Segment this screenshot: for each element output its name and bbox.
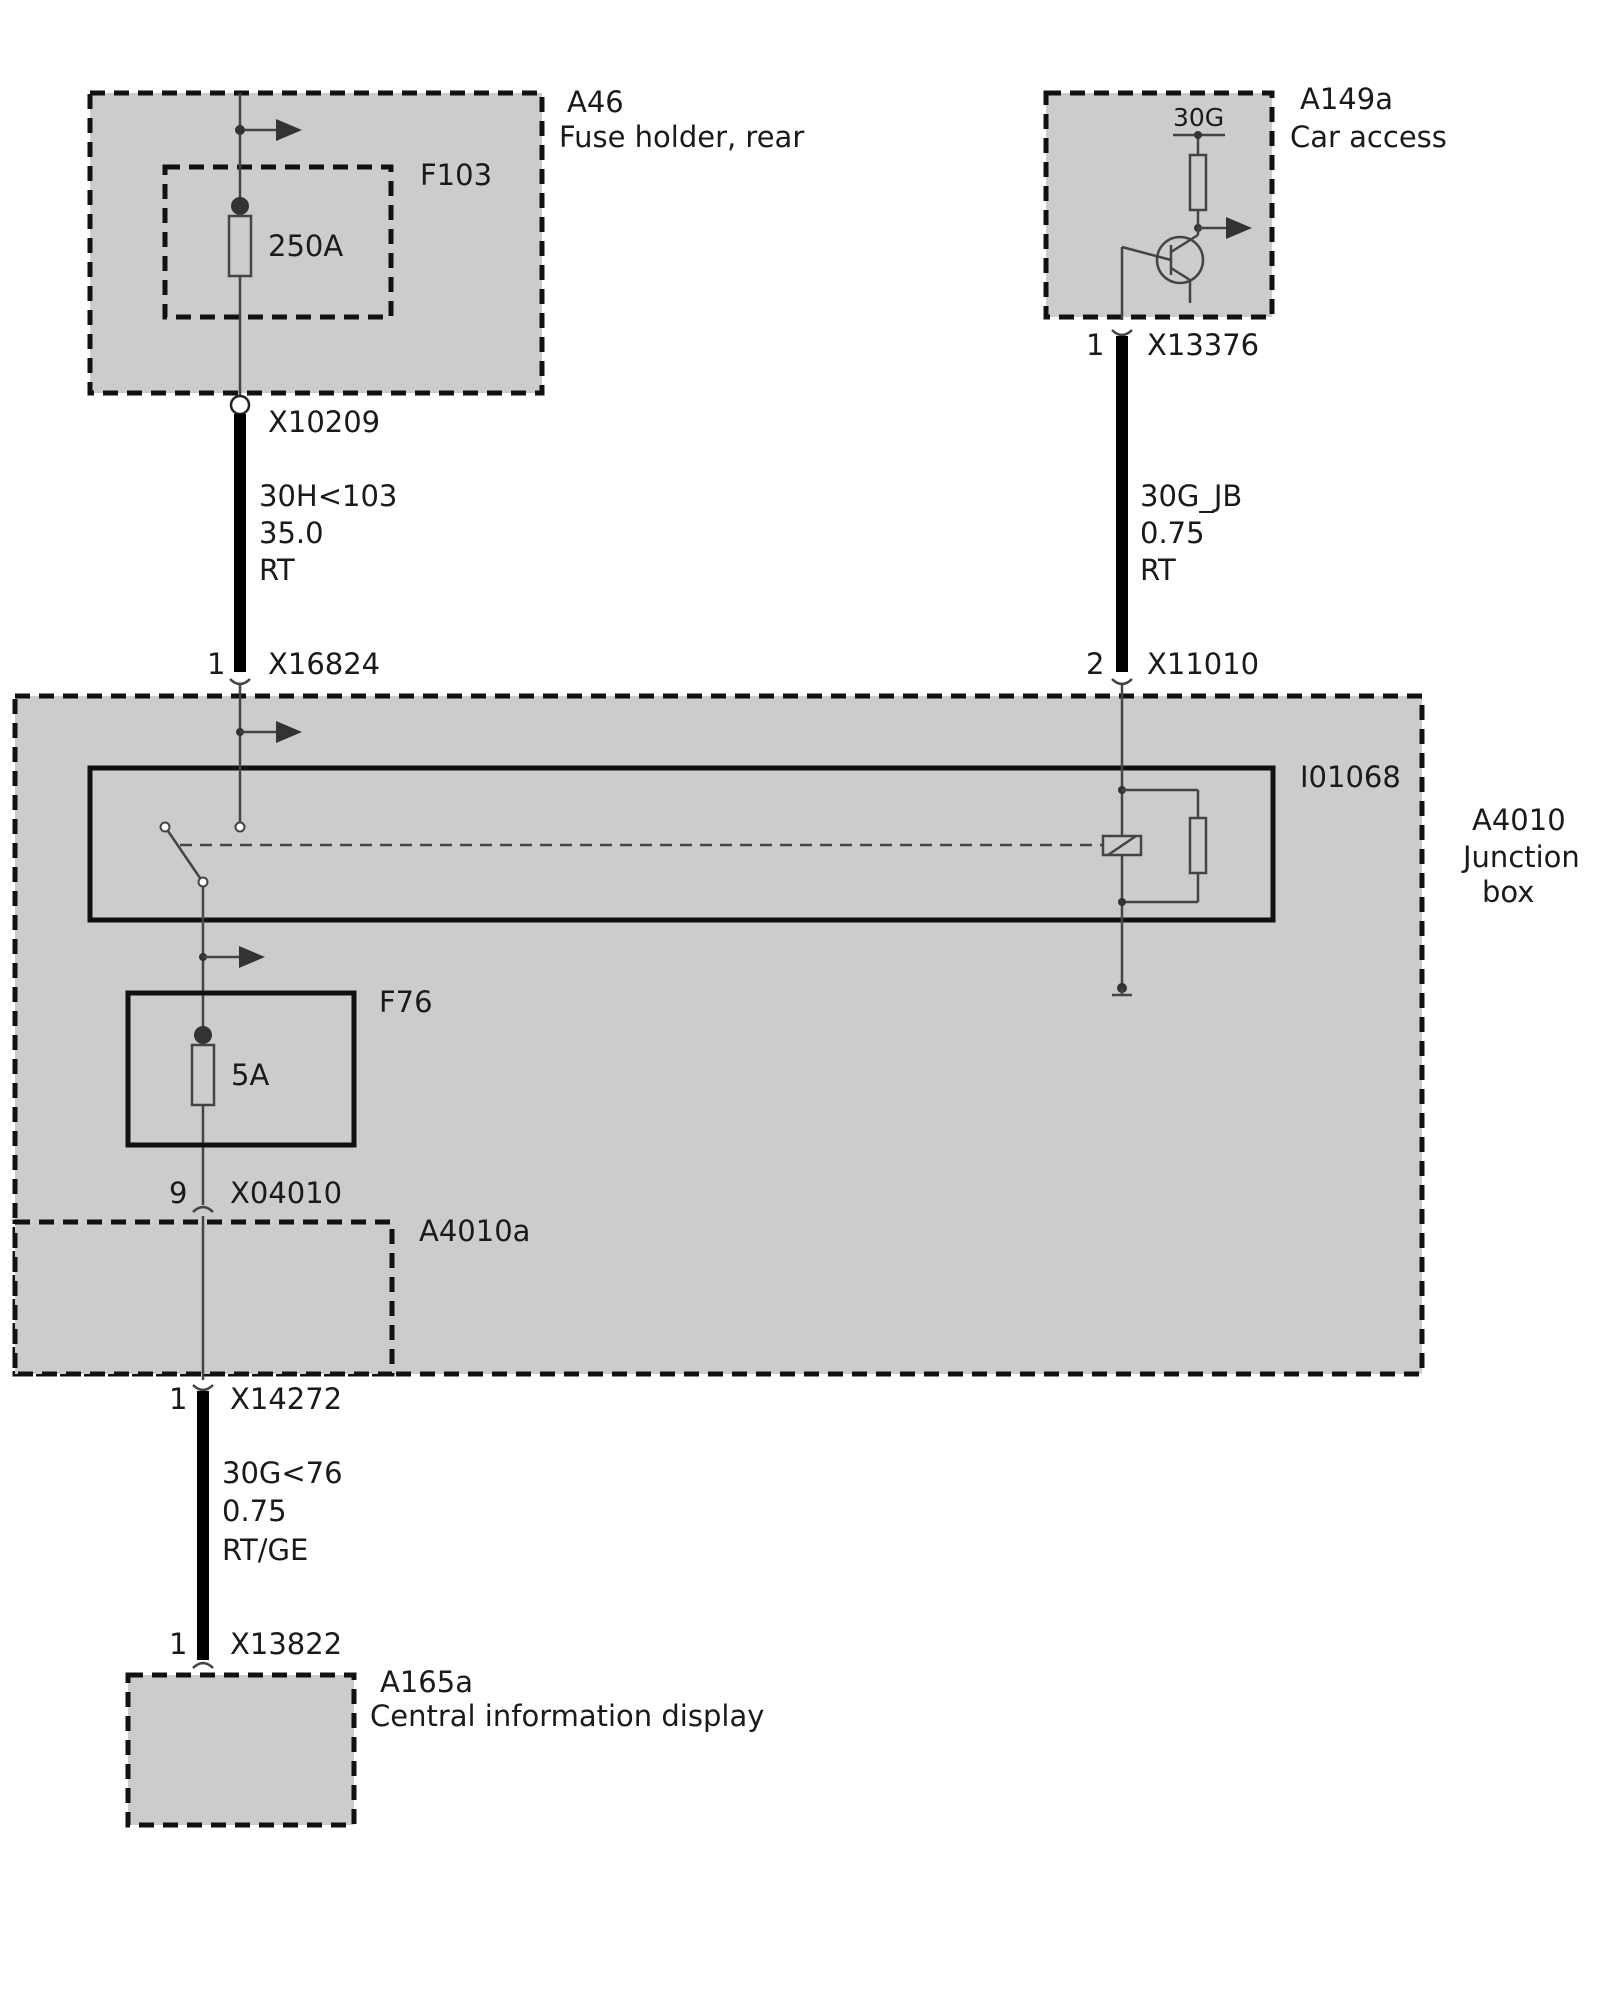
a4010-name-line1: Junction: [1461, 840, 1580, 874]
w2-signal: 30G_JB: [1140, 479, 1242, 513]
w2-color: RT: [1140, 553, 1176, 587]
a46-name: Fuse holder, rear: [559, 120, 804, 154]
transistor-symbol: [1155, 235, 1205, 285]
fuse-f76-symbol: [190, 1043, 216, 1107]
i01068-id: I01068: [1300, 760, 1401, 794]
wire-30g-76: 1 X14272 30G<76 0.75 RT/GE 1 X13822: [169, 1382, 343, 1669]
a165a-id: A165a: [380, 1665, 473, 1699]
w2-gauge: 0.75: [1140, 516, 1205, 550]
f103-rating: 250A: [268, 229, 343, 263]
junction-box-a4010: A4010 Junction box A4010a I01068: [12, 678, 1580, 1380]
w1-color: RT: [259, 553, 295, 587]
x11010-pin: 2: [1086, 647, 1104, 681]
f76-rating: 5A: [231, 1058, 269, 1092]
f103-id: F103: [420, 158, 492, 192]
x13822-pin: 1: [169, 1627, 187, 1661]
w1-signal: 30H<103: [259, 479, 397, 513]
a149a-id: A149a: [1300, 82, 1393, 116]
x14272-pin: 1: [169, 1382, 187, 1416]
a4010-id: A4010: [1472, 803, 1566, 837]
x04010-pin: 9: [169, 1176, 187, 1210]
w3-color: RT/GE: [222, 1533, 308, 1567]
wire-30h-103: X10209 30H<103 35.0 RT 1 X16824: [207, 394, 397, 681]
x16824-id: X16824: [268, 647, 380, 681]
a4010a-id: A4010a: [419, 1214, 530, 1248]
resistor-symbol: [1188, 153, 1208, 212]
a4010-name-line2: box: [1482, 875, 1534, 909]
relay-resistor-symbol: [1188, 816, 1208, 875]
a46-id: A46: [567, 85, 624, 119]
x10209-id: X10209: [268, 405, 380, 439]
a149a-name: Car access: [1290, 120, 1447, 154]
car-access-a149a: A149a Car access 30G: [1043, 82, 1447, 320]
x13822-id: X13822: [230, 1627, 342, 1661]
x16824-pin: 1: [207, 647, 225, 681]
w3-signal: 30G<76: [222, 1456, 343, 1490]
x13376-id: X13376: [1147, 328, 1259, 362]
f76-id: F76: [379, 985, 433, 1019]
x04010-id: X04010: [230, 1176, 342, 1210]
fuse-holder-a46: A46 Fuse holder, rear F103 250A: [87, 85, 804, 400]
central-display-a165a: A165a Central information display: [125, 1665, 764, 1828]
x11010-id: X11010: [1147, 647, 1259, 681]
x13376-pin: 1: [1086, 328, 1104, 362]
w1-gauge: 35.0: [259, 516, 324, 550]
connector-x10209-symbol: [229, 394, 251, 416]
x14272-id: X14272: [230, 1382, 342, 1416]
w3-gauge: 0.75: [222, 1494, 287, 1528]
a149a-terminal: 30G: [1173, 103, 1224, 132]
a165a-name: Central information display: [370, 1699, 764, 1733]
fuse-f103-symbol: [227, 214, 253, 278]
wire-30g-jb: 1 X13376 30G_JB 0.75 RT 2 X11010: [1086, 328, 1259, 681]
